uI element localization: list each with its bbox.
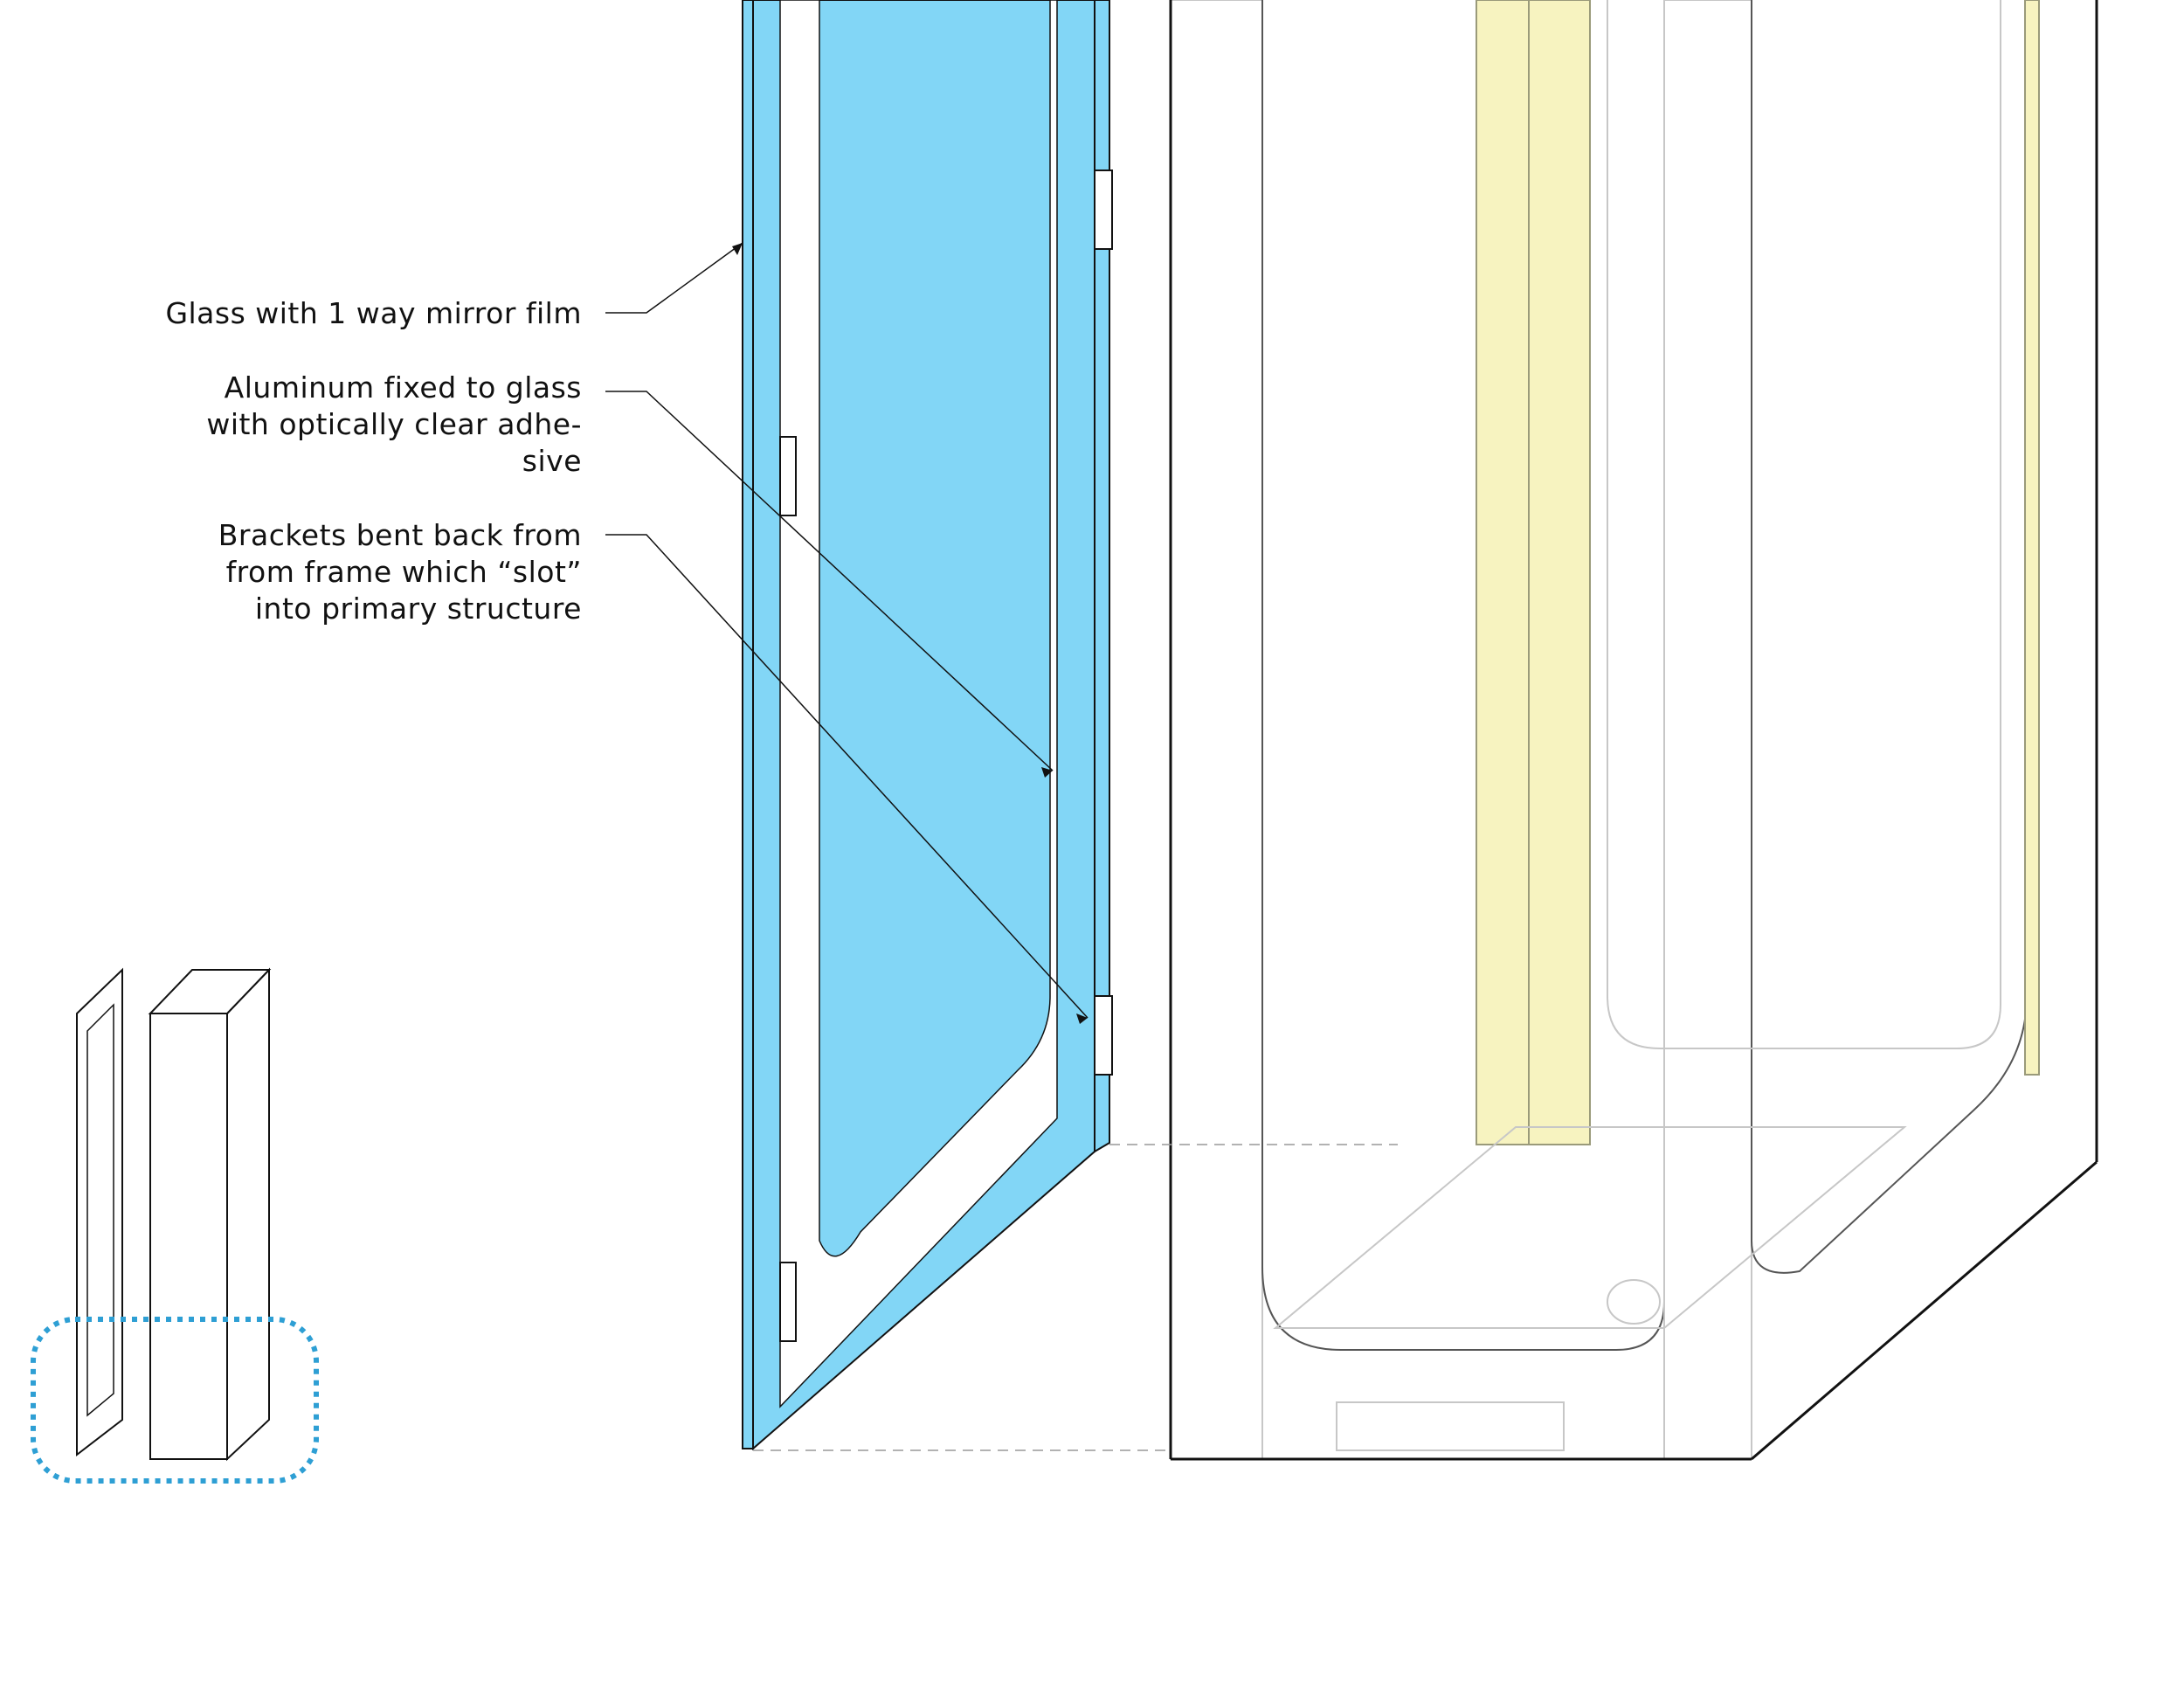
callout-glass-line-1: Glass with 1 way mirror film — [165, 296, 582, 330]
arrowhead-glass — [732, 243, 743, 255]
leader-aluminum — [605, 391, 1054, 771]
callout-aluminum-line-2: with optically clear adhe- — [206, 407, 582, 441]
thumb-glass-panel — [76, 967, 123, 1457]
leader-brackets — [605, 534, 1089, 1019]
base-hole — [1607, 1279, 1661, 1325]
callout-aluminum-line-1: Aluminum fixed to glass — [225, 370, 582, 405]
callout-brackets-line-1: Brackets bent back from — [218, 518, 582, 552]
right-yellow-strip — [2024, 0, 2040, 1076]
bracket-mid-right — [1094, 995, 1113, 1076]
leader-glass — [605, 242, 743, 314]
base-slot — [1336, 1401, 1565, 1451]
glass-edge-left — [742, 0, 754, 1449]
base-inner-rect — [1273, 1126, 1907, 1329]
thumbnail-overview — [31, 967, 319, 1484]
yellow-column — [1476, 0, 1591, 1145]
bottom-diagonal-right — [1751, 1160, 2098, 1461]
front-left-post — [1170, 0, 1263, 1460]
right-opening — [1751, 0, 2028, 1274]
thumb-glass-window — [86, 1003, 114, 1417]
callout-aluminum-line-3: sive — [522, 444, 582, 478]
alignment-lines — [753, 1144, 1398, 1451]
left-opening — [1261, 0, 1665, 1351]
bracket-left-upper — [779, 436, 797, 516]
thumb-cabinet-top — [148, 969, 272, 1014]
callout-labels: Glass with 1 way mirror film Aluminum fi… — [165, 296, 582, 626]
callout-brackets-line-2: from frame which “slot” — [226, 555, 582, 589]
callout-brackets-line-3: into primary structure — [255, 591, 582, 626]
primary-structure — [1169, 0, 2098, 1461]
arrowhead-brackets — [1076, 1013, 1088, 1024]
glass-panel — [742, 0, 1113, 1451]
glass-edge-right — [1094, 0, 1110, 1153]
callout-leaders — [605, 242, 1089, 1019]
bracket-group — [779, 169, 1113, 1342]
thumb-cabinet-front — [149, 1013, 228, 1460]
thumb-cabinet-side — [226, 967, 270, 1462]
back-opening — [1607, 0, 2001, 1049]
leader-arrowheads — [732, 243, 1088, 1024]
bracket-top — [1094, 169, 1113, 250]
aluminum-frame — [779, 0, 1058, 1408]
bracket-left-lower — [779, 1262, 797, 1342]
arrowhead-aluminum — [1041, 767, 1053, 778]
middle-post — [1663, 0, 1752, 1460]
